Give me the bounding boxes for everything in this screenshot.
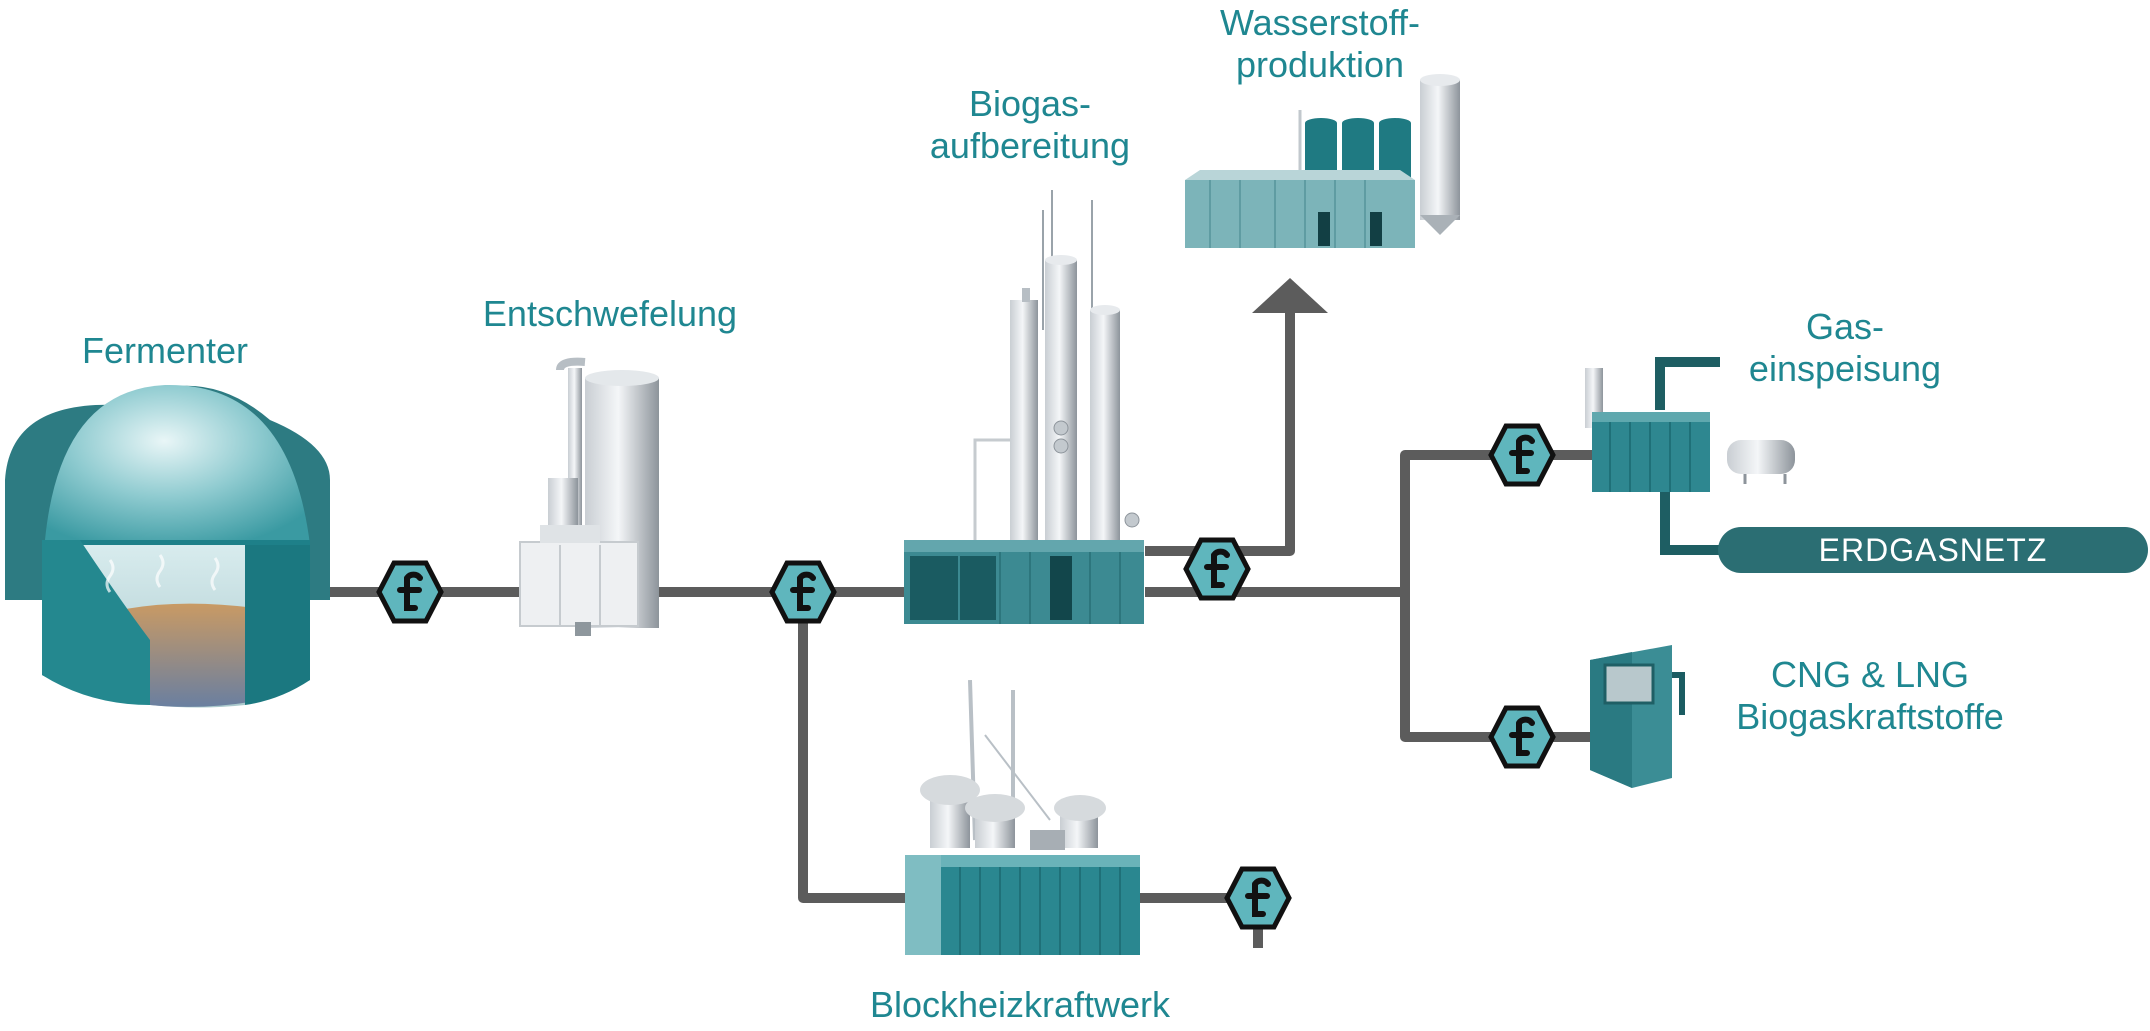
label-biogasaufbereitung-line2: aufbereitung	[929, 125, 1131, 166]
label-cng-lng-line2: Biogaskraftstoffe	[1736, 696, 2004, 737]
label-fermenter-text: Fermenter	[81, 330, 249, 371]
label-gaseinspeisung-line1: Gas-	[1805, 306, 1884, 347]
label-blockheizkraftwerk-text: Blockheizkraftwerk	[869, 984, 1171, 1025]
flow-meter-icon	[1488, 705, 1556, 769]
label-wasserstoffproduktion: Wasserstoff- produktion	[1165, 2, 1475, 86]
flow-meter-icon	[1183, 537, 1251, 601]
pipes	[310, 310, 1595, 948]
label-wasserstoffproduktion-line2: produktion	[1235, 44, 1405, 85]
flow-meter-icon	[1224, 866, 1292, 930]
entschwefelung-icon	[519, 357, 659, 636]
label-biogasaufbereitung-line1: Biogas-	[968, 83, 1092, 124]
biogasaufbereitung-icon	[904, 190, 1144, 624]
flow-meter-icon	[769, 560, 837, 624]
label-cng-lng: CNG & LNG Biogaskraftstoffe	[1690, 654, 2050, 738]
label-gaseinspeisung-line2: einspeisung	[1748, 348, 1942, 389]
flow-meter-icon	[376, 560, 444, 624]
flow-meters	[376, 423, 1556, 930]
label-gaseinspeisung: Gas- einspeisung	[1720, 306, 1970, 390]
fermenter-icon	[5, 384, 330, 708]
erdgasnetz-badge: ERDGASNETZ	[1718, 527, 2148, 573]
gaseinspeisung-icon	[1585, 357, 1795, 555]
pipe-to-bhkw	[798, 592, 905, 903]
arrow-up-icon	[1252, 278, 1328, 313]
wasserstoffproduktion-icon	[1185, 74, 1460, 248]
erdgasnetz-text: ERDGASNETZ	[1818, 532, 2048, 568]
cng-lng-dispenser-icon	[1590, 645, 1685, 788]
label-blockheizkraftwerk: Blockheizkraftwerk	[850, 984, 1190, 1026]
blockheizkraftwerk-icon	[905, 679, 1140, 955]
label-fermenter: Fermenter	[60, 330, 270, 372]
label-biogasaufbereitung: Biogas- aufbereitung	[880, 83, 1180, 167]
flow-meter-icon	[1488, 423, 1556, 487]
pipe-to-wasserstoff	[1145, 310, 1295, 556]
label-entschwefelung: Entschwefelung	[460, 293, 760, 335]
label-wasserstoffproduktion-line1: Wasserstoff-	[1219, 2, 1421, 43]
label-cng-lng-line1: CNG & LNG	[1770, 654, 1970, 695]
label-entschwefelung-text: Entschwefelung	[482, 293, 738, 334]
